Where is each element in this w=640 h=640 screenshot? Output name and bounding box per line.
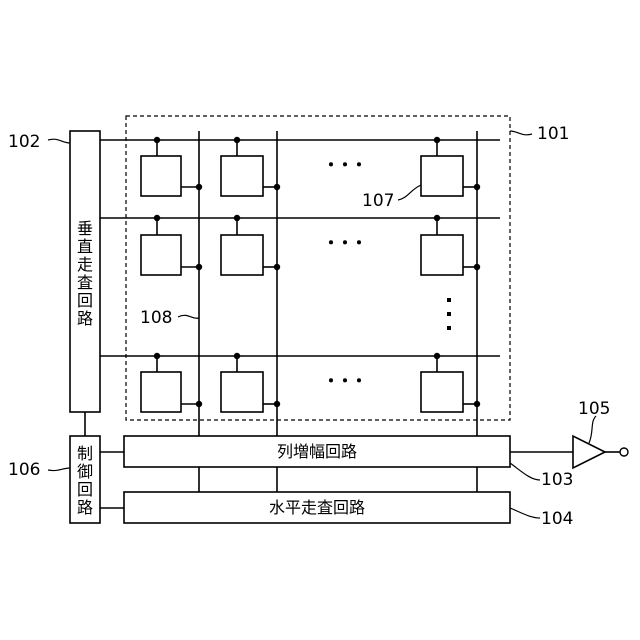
pixel-cell	[141, 235, 181, 275]
svg-text:直: 直	[77, 237, 93, 256]
pixel-cell	[221, 372, 263, 412]
svg-text:回: 回	[77, 291, 93, 310]
output-buffer	[573, 436, 605, 468]
output-terminal	[620, 448, 628, 456]
svg-text:走: 走	[77, 255, 93, 274]
svg-text:制: 制	[77, 444, 93, 463]
ref-102: 102	[8, 132, 40, 152]
ellipsis-row2: ･･･	[326, 231, 368, 255]
amp-to-hscan-links	[199, 467, 477, 492]
ref-101: 101	[537, 124, 569, 144]
pixel-cell	[421, 156, 463, 196]
ref-107: 107	[362, 191, 394, 211]
column-amplifier-label: 列増幅回路	[277, 442, 357, 461]
ref-104: 104	[541, 509, 573, 529]
control-text: 制 御 回 路	[77, 444, 93, 517]
svg-text:垂: 垂	[77, 219, 93, 238]
ellipsis-row3: ･･･	[326, 369, 368, 393]
svg-text:路: 路	[77, 498, 93, 517]
ref-103: 103	[541, 470, 573, 490]
vertical-scan-text: 垂 直 走 査 回 路	[77, 219, 93, 328]
ellipsis-row1: ･･･	[326, 153, 368, 177]
ellipsis-vertical	[447, 298, 451, 330]
svg-text:回: 回	[77, 480, 93, 499]
ref-108: 108	[140, 308, 172, 328]
pixel-cell	[141, 372, 181, 412]
pixel-cell	[221, 156, 263, 196]
pixel-cell	[221, 235, 263, 275]
svg-text:御: 御	[77, 462, 93, 481]
pixel-cell	[141, 156, 181, 196]
ref-105: 105	[578, 399, 610, 419]
pixel-cells	[141, 137, 480, 412]
svg-text:査: 査	[77, 273, 93, 292]
ref-106: 106	[8, 460, 40, 480]
pixel-cell	[421, 372, 463, 412]
pixel-cell	[421, 235, 463, 275]
svg-text:路: 路	[77, 309, 93, 328]
horizontal-scan-label: 水平走査回路	[269, 498, 365, 517]
